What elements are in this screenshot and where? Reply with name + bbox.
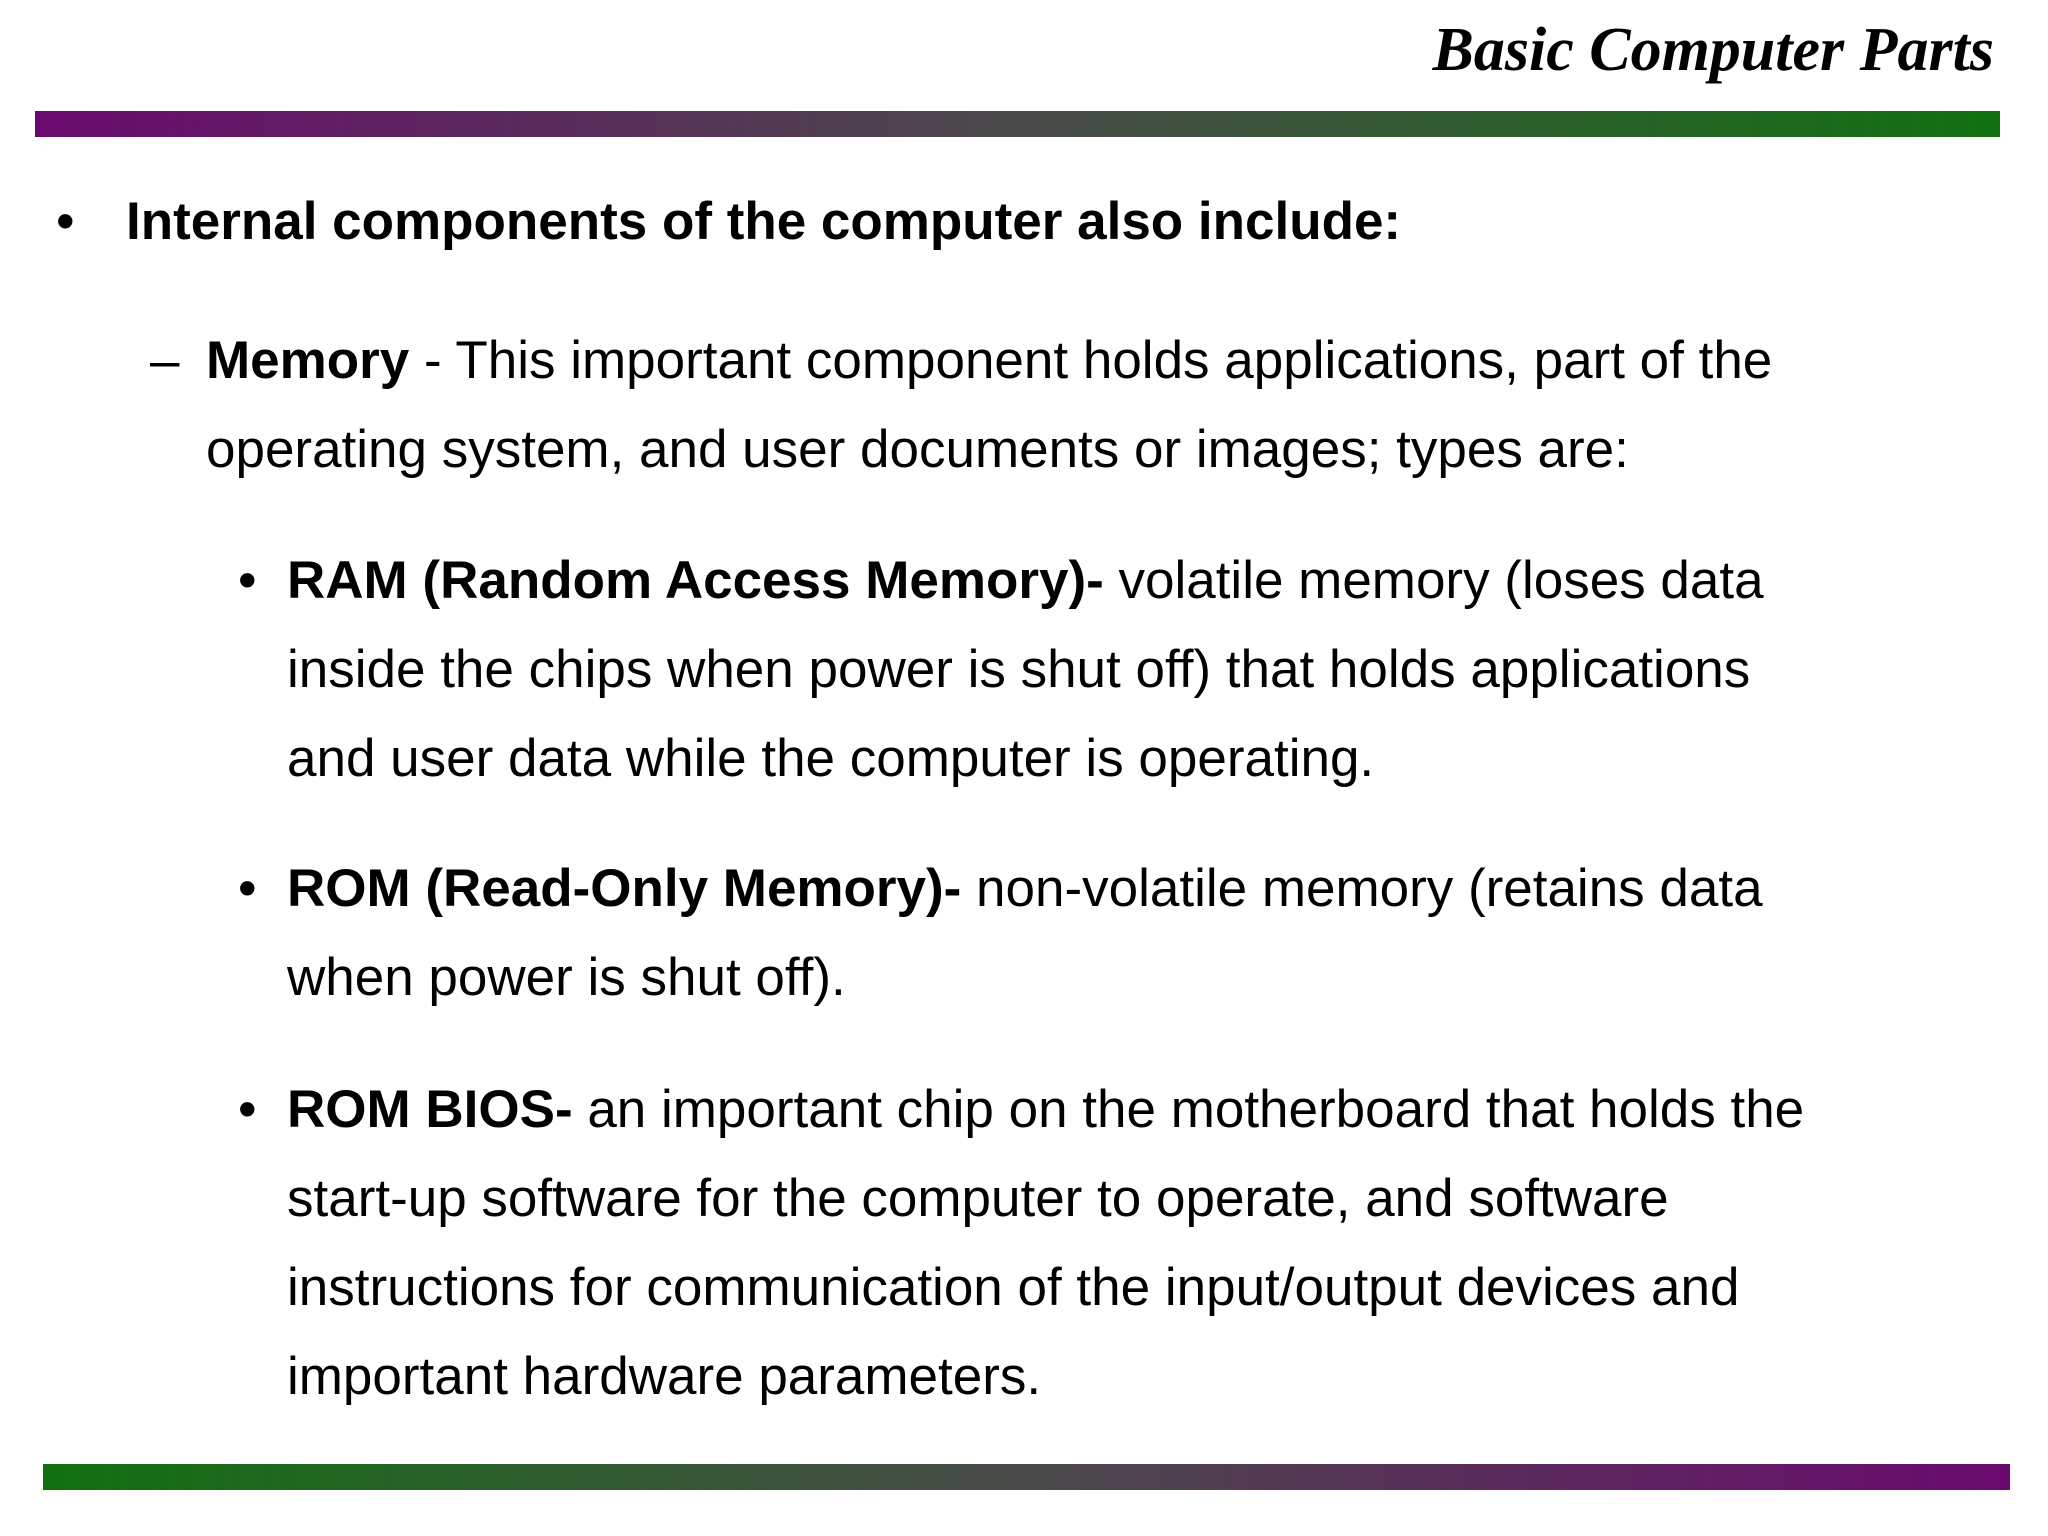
- rom-text: ROM (Read-Only Memory)- non-volatile mem…: [287, 844, 1763, 1022]
- bullet-marker: •: [238, 551, 257, 610]
- memory-desc-line-2: operating system, and user documents or …: [206, 420, 1629, 479]
- internal-components-text: Internal components of the computer also…: [126, 192, 1402, 251]
- bottom-gradient-bar: [43, 1464, 2010, 1490]
- bullet-marker: •: [238, 859, 257, 918]
- rom-term: ROM (Read-Only Memory)-: [287, 859, 962, 918]
- rom-bios-term: ROM BIOS-: [287, 1080, 573, 1139]
- bullet-marker: •: [56, 192, 75, 251]
- ram-desc-line-2: inside the chips when power is shut off)…: [287, 640, 1751, 699]
- rom-desc-line-2: when power is shut off).: [287, 948, 846, 1007]
- bullet-marker: •: [238, 1080, 257, 1139]
- rom-bios-desc-line-2: start-up software for the computer to op…: [287, 1169, 1669, 1228]
- rom-bios-text: ROM BIOS- an important chip on the mothe…: [287, 1065, 1804, 1421]
- ram-desc-line-1: volatile memory (loses data: [1103, 551, 1764, 610]
- memory-desc-line-1: - This important component holds applica…: [409, 331, 1773, 390]
- rom-bios-desc-line-1: an important chip on the motherboard tha…: [572, 1080, 1805, 1139]
- ram-text: RAM (Random Access Memory)- volatile mem…: [287, 536, 1764, 803]
- rom-bios-desc-line-3: instructions for communication of the in…: [287, 1258, 1740, 1317]
- memory-term: Memory: [206, 331, 410, 390]
- rom-bios-desc-line-4: important hardware parameters.: [287, 1347, 1042, 1406]
- rom-desc-line-1: non-volatile memory (retains data: [961, 859, 1763, 918]
- ram-term: RAM (Random Access Memory)-: [287, 551, 1104, 610]
- dash-marker: –: [150, 331, 180, 390]
- memory-text: Memory - This important component holds …: [206, 316, 1772, 494]
- slide-title: Basic Computer Parts: [1432, 16, 1994, 84]
- top-gradient-bar: [35, 111, 2000, 137]
- ram-desc-line-3: and user data while the computer is oper…: [287, 729, 1375, 788]
